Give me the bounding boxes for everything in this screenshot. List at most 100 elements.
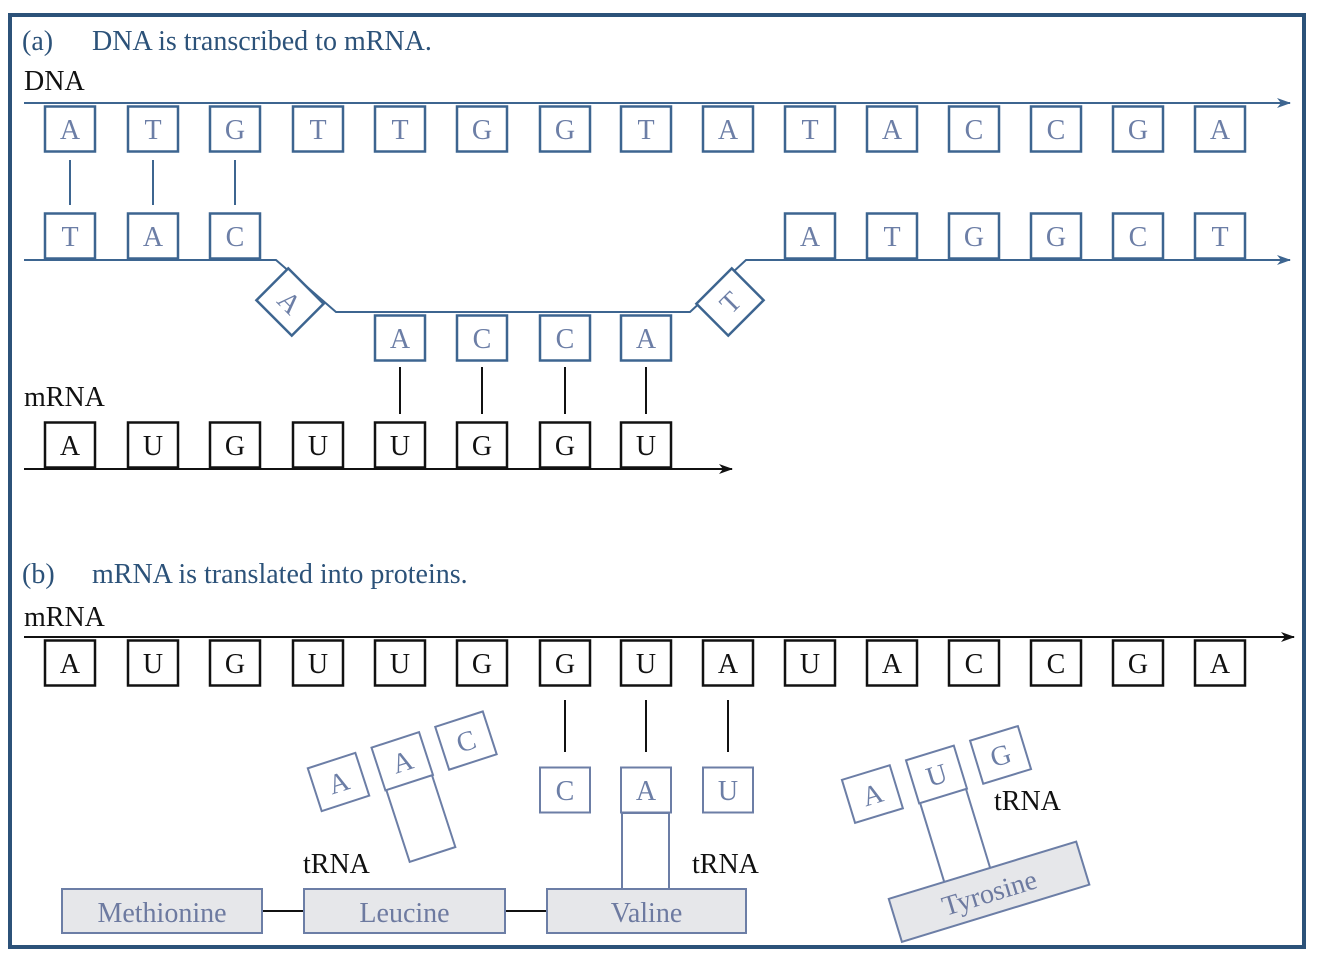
mrna-b-base-letter: C (1047, 649, 1066, 680)
mrna-a-base-letter: U (390, 431, 410, 462)
dna-coding-base: G (1029, 212, 1083, 260)
mrna-b-base: U (783, 639, 837, 687)
mrna-b-base: U (619, 639, 673, 687)
dna-template-base-letter: T (801, 115, 818, 146)
mrna-label-a: mRNA (24, 382, 106, 413)
dna-template-base-letter: A (1210, 115, 1231, 146)
dna-template-base: T (619, 105, 673, 153)
mrna-b-base-letter: U (636, 649, 656, 680)
trna-right-base: A (840, 764, 905, 825)
dna-template-base-letter: C (965, 115, 984, 146)
mrna-b-base: U (291, 639, 345, 687)
dna-coding-base: C (538, 314, 592, 362)
dna-coding-base-letter: C (556, 324, 575, 355)
mrna-b-base: G (1111, 639, 1165, 687)
trna-left-label: tRNA (303, 849, 371, 880)
amino-acid-label: Valine (611, 898, 683, 929)
dna-template-base: T (126, 105, 180, 153)
mrna-b-base-letter: A (60, 649, 81, 680)
mrna-b-base: A (43, 639, 97, 687)
amino-acid-label: Methionine (97, 898, 226, 929)
mrna-b-base-letter: G (225, 649, 245, 680)
trna-right-base: U (904, 744, 969, 805)
amino-acid-box: Valine (546, 888, 747, 934)
mrna-b-base-letter: G (1128, 649, 1148, 680)
dna-coding-strand-line (24, 255, 1291, 313)
dna-template-base-letter: T (637, 115, 654, 146)
part-a-label: (a) (22, 26, 53, 57)
mrna-b-base: C (1029, 639, 1083, 687)
dna-coding-base: G (947, 212, 1001, 260)
mrna-b-base: A (865, 639, 919, 687)
mrna-a-base: U (291, 421, 345, 469)
mrna-b-base-letter: U (800, 649, 820, 680)
dna-template-base-letter: G (555, 115, 575, 146)
dna-coding-base-letter: C (1129, 222, 1148, 253)
mrna-b-base-letter: U (308, 649, 328, 680)
dna-template-base-letter: A (60, 115, 81, 146)
mrna-a-base: G (455, 421, 509, 469)
mrna-a-base-letter: U (143, 431, 163, 462)
dna-template-base-letter: G (1128, 115, 1148, 146)
amino-acid-box: Leucine (303, 888, 506, 934)
mrna-b-base-letter: A (718, 649, 739, 680)
dna-coding-base-letter: A (390, 324, 411, 355)
trna-middle-base: C (539, 766, 591, 814)
mrna-a-base: U (619, 421, 673, 469)
amino-acid-box: Methionine (61, 888, 263, 934)
mrna-b-base: A (1193, 639, 1247, 687)
dna-template-base: T (373, 105, 427, 153)
mrna-b-base-letter: U (143, 649, 163, 680)
dna-pair-lines (69, 160, 236, 205)
amino-acid-label: Leucine (359, 898, 449, 929)
mrna-b-base-letter: A (1210, 649, 1231, 680)
dna-coding-base: A (126, 212, 180, 260)
part-b-label: (b) (22, 559, 55, 590)
dna-coding-base-letter: G (964, 222, 984, 253)
mrna-b-base: A (701, 639, 755, 687)
mrna-b-base-letter: A (882, 649, 903, 680)
mrna-a-base-letter: G (555, 431, 575, 462)
dna-coding-base-tilted: T (694, 266, 766, 338)
dna-template-base: G (455, 105, 509, 153)
trna-middle-base-letter: U (718, 776, 738, 807)
mrna-a-base-letter: U (308, 431, 328, 462)
trna-right-label: tRNA (994, 786, 1062, 817)
mrna-a-base-letter: G (472, 431, 492, 462)
dna-template-base: T (291, 105, 345, 153)
mrna-b-base-letter: G (472, 649, 492, 680)
dna-template-base-letter: T (391, 115, 408, 146)
dna-coding-base-letter: C (473, 324, 492, 355)
trna-left: AAC (306, 710, 498, 864)
mrna-a-base-letter: G (225, 431, 245, 462)
codon-pair-lines (564, 700, 729, 752)
dna-coding-base: T (1193, 212, 1247, 260)
trna-middle-label: tRNA (692, 849, 760, 880)
dna-template-base-letter: A (718, 115, 739, 146)
mrna-b-base: C (947, 639, 1001, 687)
trna-right-base: G (968, 724, 1033, 785)
dna-template-base: A (865, 105, 919, 153)
trna-middle-base-letter: A (636, 776, 657, 807)
mrna-a-base: U (373, 421, 427, 469)
dna-coding-base: A (619, 314, 673, 362)
trna-middle-base-letter: C (556, 776, 575, 807)
dna-coding-base-tilted: A (254, 266, 326, 338)
dna-coding-base: C (1111, 212, 1165, 260)
dna-coding-base: C (455, 314, 509, 362)
trna-left-base: C (433, 710, 498, 771)
dna-template-base: G (1111, 105, 1165, 153)
dna-template-base: C (947, 105, 1001, 153)
dna-template-base: G (538, 105, 592, 153)
dna-coding-base: T (43, 212, 97, 260)
trna-right: AUG Tyrosine (840, 724, 1091, 944)
dna-coding-base: A (783, 212, 837, 260)
mrna-b-base-letter: U (390, 649, 410, 680)
mrna-b-base-letter: G (555, 649, 575, 680)
